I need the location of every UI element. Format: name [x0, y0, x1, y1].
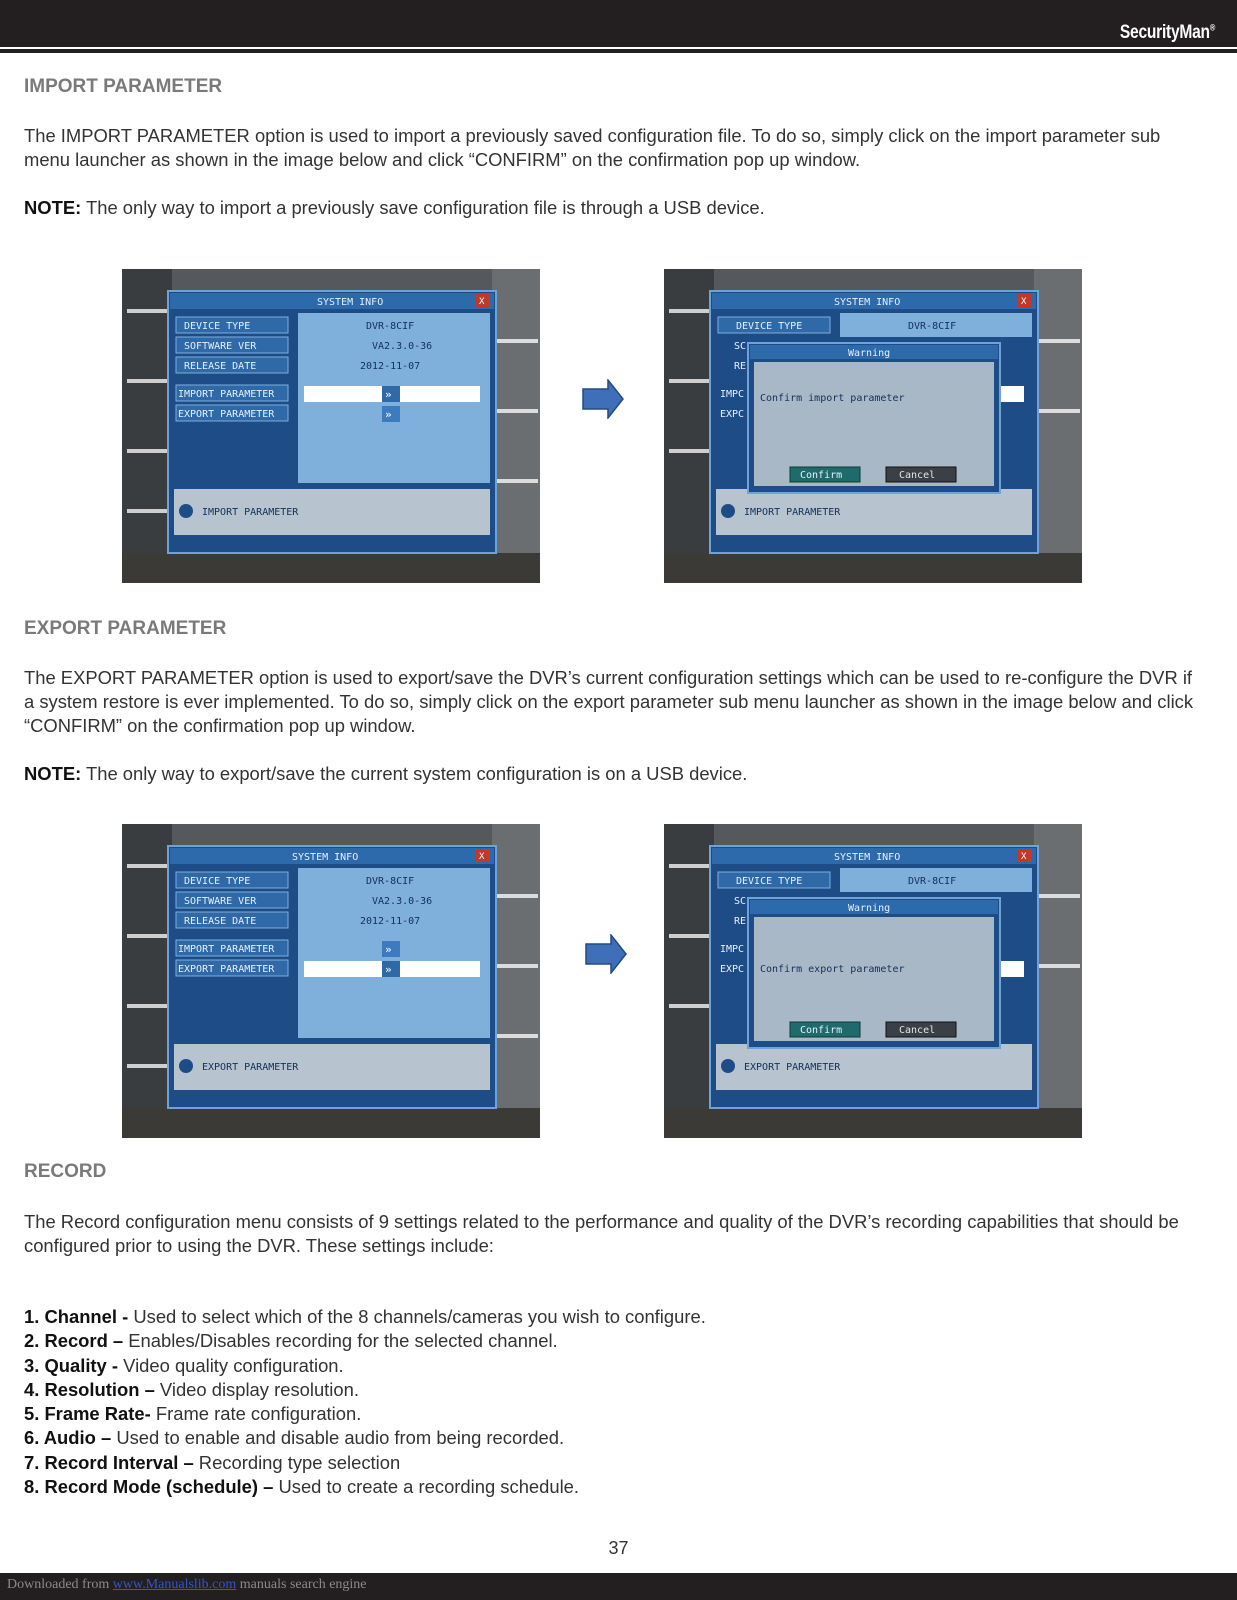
list-item: 3. Quality - Video quality configuration…: [24, 1354, 344, 1376]
list-item: 4. Resolution – Video display resolution…: [24, 1378, 359, 1400]
record-settings-list: 1. Channel - Used to select which of the…: [24, 1305, 706, 1499]
svg-text:VA2.3.0-36: VA2.3.0-36: [372, 341, 432, 352]
svg-text:»: »: [385, 943, 392, 956]
svg-text:SOFTWARE VER: SOFTWARE VER: [184, 341, 257, 352]
list-item: 6. Audio – Used to enable and disable au…: [24, 1427, 565, 1449]
cancel-button: Cancel: [899, 470, 935, 481]
svg-text:EXPORT PARAMETER: EXPORT PARAMETER: [178, 964, 275, 975]
svg-text:SC: SC: [734, 341, 746, 352]
import-body: The IMPORT PARAMETER option is used to i…: [24, 125, 1161, 170]
header-rule: [0, 49, 1237, 53]
svg-text:2012-11-07: 2012-11-07: [360, 361, 420, 372]
list-item: 7. Record Interval – Recording type sele…: [24, 1451, 401, 1473]
svg-text:RE: RE: [734, 361, 746, 372]
note-text: The only way to export/save the current …: [81, 763, 748, 784]
svg-text:SYSTEM INFO: SYSTEM INFO: [834, 852, 900, 863]
list-item: 2. Record – Enables/Disables recording f…: [24, 1330, 558, 1352]
page-number: 37: [608, 1538, 629, 1558]
svg-text:»: »: [385, 408, 392, 421]
svg-text:X: X: [479, 297, 485, 307]
svg-text:»: »: [385, 388, 392, 401]
export-body: The EXPORT PARAMETER option is used to e…: [24, 667, 1194, 736]
dialog-message: Confirm export parameter: [760, 964, 905, 975]
header-bar: [0, 0, 1237, 47]
svg-text:DVR-8CIF: DVR-8CIF: [908, 321, 956, 332]
svg-text:DEVICE TYPE: DEVICE TYPE: [184, 876, 250, 887]
footer-link[interactable]: www.Manualslib.com: [112, 1577, 237, 1592]
svg-text:DEVICE TYPE: DEVICE TYPE: [736, 321, 802, 332]
svg-text:DVR-8CIF: DVR-8CIF: [366, 876, 414, 887]
svg-text:DEVICE TYPE: DEVICE TYPE: [184, 321, 250, 332]
svg-text:RELEASE DATE: RELEASE DATE: [184, 361, 256, 372]
svg-text:DVR-8CIF: DVR-8CIF: [366, 321, 414, 332]
svg-text:X: X: [1021, 297, 1027, 307]
dialog-title: Warning: [848, 348, 890, 359]
confirm-button: Confirm: [800, 470, 842, 481]
svg-text:EXPORT PARAMETER: EXPORT PARAMETER: [178, 409, 275, 420]
svg-text:EXPORT PARAMETER: EXPORT PARAMETER: [744, 1062, 841, 1073]
export-heading: EXPORT PARAMETER: [24, 618, 227, 639]
dvr-screenshot-export-menu: SYSTEM INFO X DEVICE TYPE SOFTWARE VER R…: [122, 824, 540, 1138]
list-item: 8. Record Mode (schedule) – Used to crea…: [24, 1476, 580, 1498]
dvr-screenshot-import-confirm: SYSTEM INFO X DEVICE TYPE DVR-8CIF SC RE…: [664, 269, 1082, 583]
note-text: The only way to import a previously save…: [81, 197, 765, 218]
window-title: SYSTEM INFO: [317, 297, 383, 308]
svg-text:EXPORT PARAMETER: EXPORT PARAMETER: [202, 1062, 299, 1073]
svg-text:X: X: [1021, 852, 1027, 862]
svg-text:SOFTWARE VER: SOFTWARE VER: [184, 896, 257, 907]
record-body: The Record configuration menu consists o…: [24, 1211, 1179, 1256]
svg-text:X: X: [479, 852, 485, 862]
right-arrow-icon: [585, 932, 627, 976]
svg-text:IMPORT PARAMETER: IMPORT PARAMETER: [178, 389, 275, 400]
svg-text:SC: SC: [734, 896, 746, 907]
import-note: NOTE: The only way to import a previousl…: [24, 196, 1204, 220]
svg-text:IMPC: IMPC: [720, 944, 744, 955]
note-label: NOTE:: [24, 763, 82, 784]
export-note: NOTE: The only way to export/save the cu…: [24, 762, 1204, 786]
svg-text:EXPC: EXPC: [720, 409, 744, 420]
cancel-button: Cancel: [899, 1025, 935, 1036]
svg-text:SYSTEM INFO: SYSTEM INFO: [292, 852, 358, 863]
svg-text:VA2.3.0-36: VA2.3.0-36: [372, 896, 432, 907]
svg-text:RELEASE DATE: RELEASE DATE: [184, 916, 256, 927]
svg-text:IMPORT PARAMETER: IMPORT PARAMETER: [178, 944, 275, 955]
note-label: NOTE:: [24, 197, 82, 218]
import-heading: IMPORT PARAMETER: [24, 76, 223, 97]
svg-text:IMPORT PARAMETER: IMPORT PARAMETER: [202, 507, 299, 518]
dialog-message: Confirm import parameter: [760, 393, 905, 404]
svg-text:2012-11-07: 2012-11-07: [360, 916, 420, 927]
record-heading: RECORD: [24, 1161, 107, 1182]
right-arrow-icon: [582, 377, 624, 421]
confirm-button: Confirm: [800, 1025, 842, 1036]
dvr-screenshot-export-confirm: SYSTEM INFO X DEVICE TYPE DVR-8CIF SC RE…: [664, 824, 1082, 1138]
svg-text:DEVICE TYPE: DEVICE TYPE: [736, 876, 802, 887]
footer-bar: Downloaded from www.Manualslib.com manua…: [0, 1573, 1237, 1600]
dvr-screenshot-import-menu: SYSTEM INFO X DEVICE TYPE SOFTWARE VER R…: [122, 269, 540, 583]
brand-logo: SecurityMan®: [1119, 22, 1215, 43]
list-item: 5. Frame Rate- Frame rate configuration.: [24, 1403, 362, 1425]
list-item: 1. Channel - Used to select which of the…: [24, 1306, 706, 1327]
svg-text:RE: RE: [734, 916, 746, 927]
svg-text:DVR-8CIF: DVR-8CIF: [908, 876, 956, 887]
svg-text:IMPC: IMPC: [720, 389, 744, 400]
svg-text:»: »: [385, 963, 392, 976]
dialog-title: Warning: [848, 903, 890, 914]
svg-text:SYSTEM INFO: SYSTEM INFO: [834, 297, 900, 308]
footer-text: Downloaded from www.Manualslib.com manua…: [7, 1577, 367, 1592]
svg-text:IMPORT PARAMETER: IMPORT PARAMETER: [744, 507, 841, 518]
svg-text:EXPC: EXPC: [720, 964, 744, 975]
